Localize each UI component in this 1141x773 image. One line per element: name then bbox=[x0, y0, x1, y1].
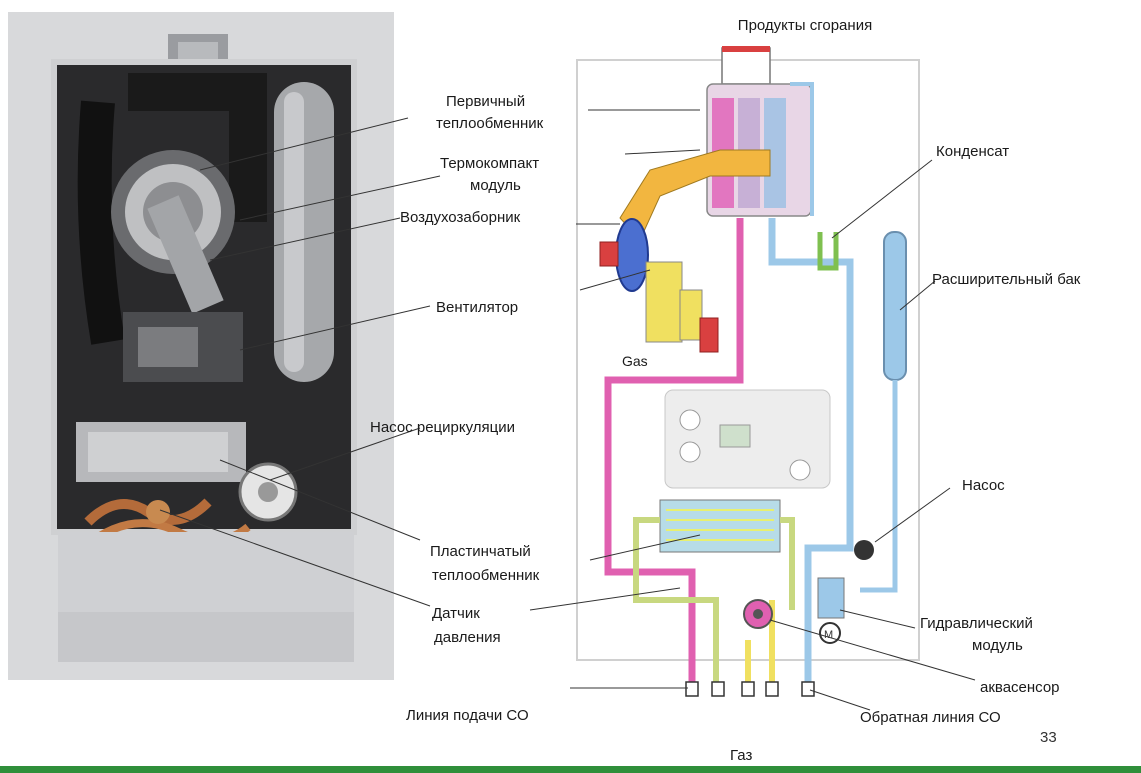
label-air-intake: Воздухозаборник bbox=[400, 209, 521, 226]
label-gas: Газ bbox=[730, 747, 753, 764]
label-condensate: Конденсат bbox=[936, 143, 1010, 160]
label-return-line: Обратная линия СО bbox=[860, 709, 1001, 726]
label-supply-line: Линия подачи СО bbox=[406, 707, 529, 724]
label-aquasensor: аквасенсор bbox=[980, 679, 1060, 696]
label-primary-hx-line2: теплообменник bbox=[436, 115, 544, 132]
label-expansion-tank: Расширительный бак bbox=[932, 271, 1081, 288]
label-recirc-pump: Насос рециркуляции bbox=[370, 419, 515, 436]
label-thermocompact-line1: Термокомпакт bbox=[440, 155, 540, 172]
boiler-photo bbox=[8, 12, 394, 680]
label-fan: Вентилятор bbox=[436, 299, 519, 316]
page-number: 33 bbox=[1040, 729, 1057, 746]
label-combustion-products: Продукты сгорания bbox=[737, 17, 873, 34]
label-plate-hx-line2: теплообменник bbox=[432, 567, 540, 584]
label-primary-hx-line1: Первичный bbox=[446, 93, 526, 110]
svg-text:M: M bbox=[824, 629, 833, 641]
label-hydraulic-module-line1: Гидравлический bbox=[920, 615, 1033, 632]
label-pressure-sensor-line2: давления bbox=[434, 629, 501, 646]
label-thermocompact-line2: модуль bbox=[470, 177, 521, 194]
label-pump: Насос bbox=[962, 477, 1005, 494]
label-plate-hx-line1: Пластинчатый bbox=[430, 543, 531, 560]
label-hydraulic-module-line2: модуль bbox=[972, 637, 1023, 654]
label-gas-valve: Gas bbox=[622, 353, 648, 369]
bottom-accent-bar bbox=[0, 766, 1141, 773]
label-pressure-sensor-line1: Датчик bbox=[432, 605, 480, 622]
